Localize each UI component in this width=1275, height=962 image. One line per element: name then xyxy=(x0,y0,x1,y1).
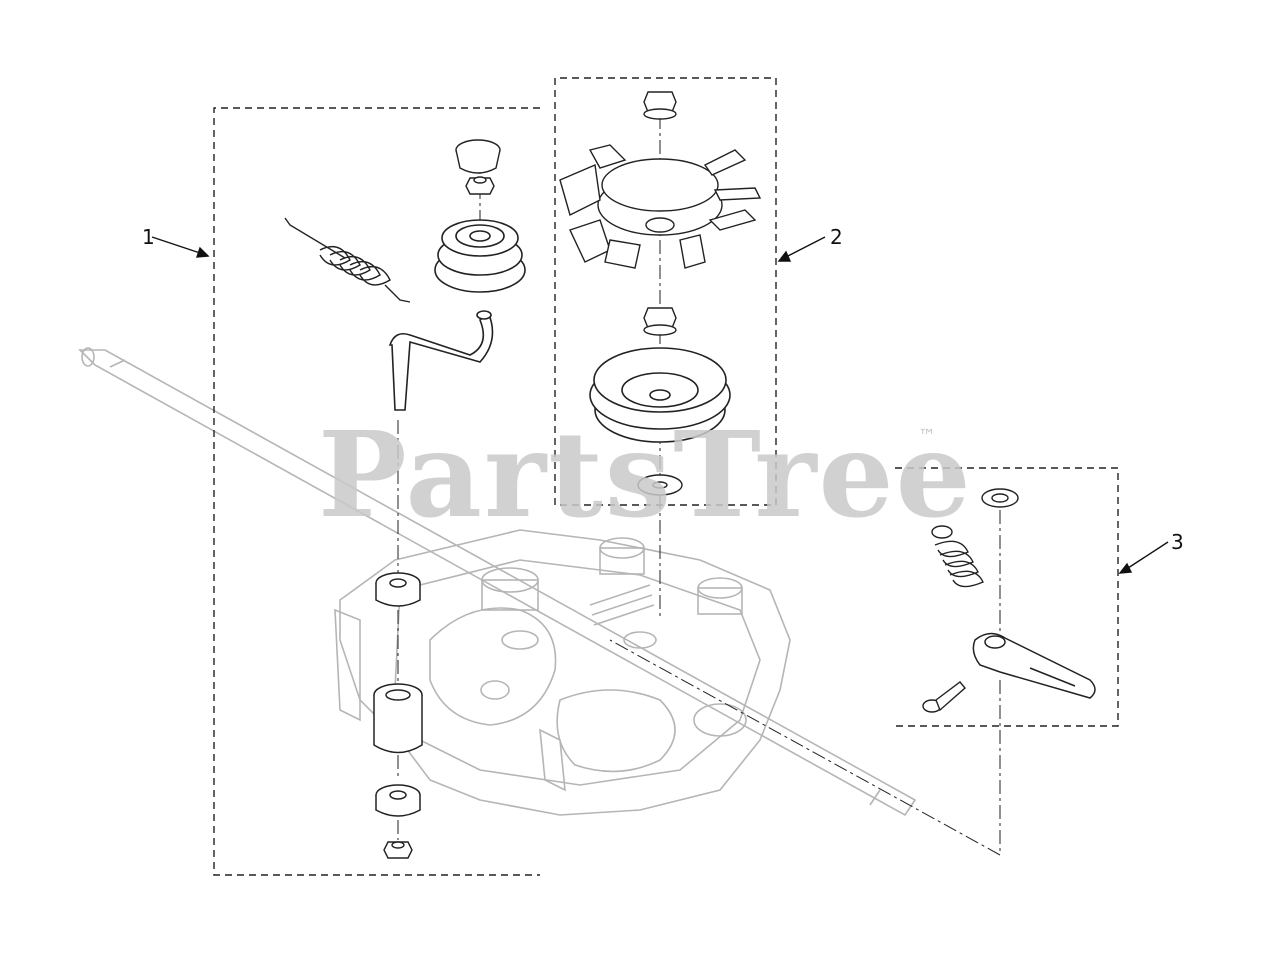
flange-nut-mid xyxy=(643,307,677,336)
washer xyxy=(637,474,683,496)
bearing-upper xyxy=(375,572,421,607)
hex-nut-small xyxy=(465,176,495,195)
idler-arm xyxy=(388,310,494,411)
drive-pulley xyxy=(589,347,731,443)
idler-pulley xyxy=(434,219,526,293)
watermark: PartsTree xyxy=(318,405,973,544)
dust-cap xyxy=(455,139,501,174)
extension-spring xyxy=(284,217,411,303)
callout-arrows xyxy=(151,236,1169,574)
retaining-ring xyxy=(981,488,1019,508)
bearing-lower xyxy=(375,784,421,817)
axle-shaft xyxy=(78,347,917,817)
cooling-fan xyxy=(559,144,762,269)
trademark-symbol: ™ xyxy=(918,426,936,447)
hex-nut-bottom xyxy=(383,841,413,859)
tension-bracket xyxy=(972,632,1096,699)
callout-1: 1 xyxy=(142,225,155,249)
callout-3: 3 xyxy=(1171,530,1184,554)
group-boxes xyxy=(213,77,1119,876)
small-spring xyxy=(931,525,984,588)
callout-2: 2 xyxy=(830,225,843,249)
bushing xyxy=(373,683,423,754)
flange-nut-top xyxy=(643,91,677,120)
shoulder-bolt xyxy=(922,681,966,713)
